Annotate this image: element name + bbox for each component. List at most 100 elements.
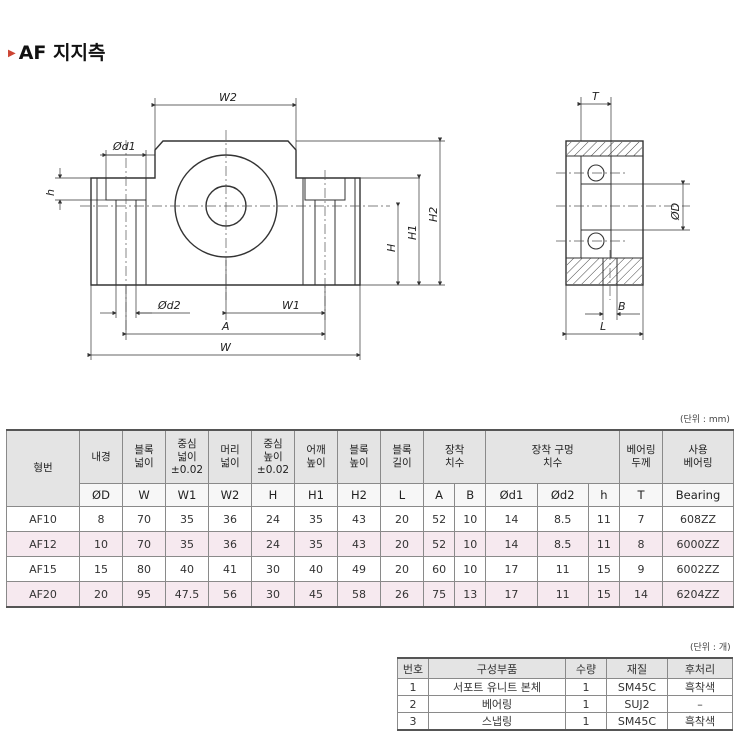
triangle-bullet-icon: ▶ bbox=[8, 48, 16, 59]
parts-cell: – bbox=[667, 695, 733, 713]
parts-cell: 1 bbox=[565, 695, 607, 713]
label-d1: Ød1 bbox=[112, 140, 136, 153]
spec-cell: 30 bbox=[251, 581, 295, 608]
spec-cell: 20 bbox=[380, 506, 424, 532]
side-view bbox=[565, 140, 644, 286]
spec-cell: 49 bbox=[337, 556, 381, 582]
label-d2: Ød2 bbox=[157, 299, 181, 312]
spec-cell: 43 bbox=[337, 506, 381, 532]
spec-cell: 26 bbox=[380, 581, 424, 608]
parts-header-material: 재질 bbox=[606, 657, 668, 679]
spec-cell: 30 bbox=[251, 556, 295, 582]
label-b: B bbox=[618, 300, 626, 313]
parts-header-finish: 후처리 bbox=[667, 657, 733, 679]
spec-cell: 10 bbox=[454, 506, 487, 532]
spec-cell: 10 bbox=[454, 556, 487, 582]
spec-sub-2: W1 bbox=[165, 483, 209, 507]
spec-cell: 24 bbox=[251, 506, 295, 532]
page-title: ▶AF 지지측 bbox=[8, 38, 105, 65]
parts-cell: 3 bbox=[397, 712, 429, 731]
parts-header-qty: 수량 bbox=[565, 657, 607, 679]
spec-cell: 40 bbox=[165, 556, 209, 582]
spec-cell: 17 bbox=[485, 556, 538, 582]
parts-cell: 스냅링 bbox=[428, 712, 566, 731]
spec-sub-11: Ød2 bbox=[536, 483, 589, 507]
spec-sub-1: W bbox=[122, 483, 166, 507]
parts-cell: 흑착색 bbox=[667, 712, 733, 731]
spec-cell: 35 bbox=[165, 506, 209, 532]
parts-cell: 1 bbox=[565, 712, 607, 731]
spec-cell: 8 bbox=[79, 506, 123, 532]
parts-cell: 1 bbox=[397, 678, 429, 696]
spec-cell: 56 bbox=[208, 581, 252, 608]
spec-sub-6: H2 bbox=[337, 483, 381, 507]
spec-sub-14: Bearing bbox=[662, 483, 734, 507]
spec-sub-13: T bbox=[619, 483, 663, 507]
label-h1: H1 bbox=[406, 225, 419, 240]
spec-cell: 14 bbox=[619, 581, 663, 608]
parts-header-no: 번호 bbox=[397, 657, 429, 679]
parts-cell: SM45C bbox=[606, 712, 668, 731]
parts-cell: 1 bbox=[565, 678, 607, 696]
spec-cell: 11 bbox=[536, 581, 589, 608]
spec-cell: 14 bbox=[485, 506, 538, 532]
spec-cell: 36 bbox=[208, 531, 252, 557]
spec-cell: 20 bbox=[79, 581, 123, 608]
spec-cell: 70 bbox=[122, 531, 166, 557]
unit-mm-label: (단위 : mm) bbox=[680, 415, 730, 425]
label-w: W bbox=[220, 341, 232, 354]
spec-cell: AF15 bbox=[6, 556, 80, 582]
spec-cell: 80 bbox=[122, 556, 166, 582]
spec-cell: 11 bbox=[536, 556, 589, 582]
spec-cell: 35 bbox=[165, 531, 209, 557]
label-h-big: H bbox=[385, 244, 398, 252]
label-l: L bbox=[600, 320, 606, 333]
spec-cell: 9 bbox=[619, 556, 663, 582]
spec-cell: AF20 bbox=[6, 581, 80, 608]
spec-header-model: 형번 bbox=[6, 429, 80, 507]
label-w1: W1 bbox=[282, 299, 300, 312]
spec-cell: 13 bbox=[454, 581, 487, 608]
spec-cell: 75 bbox=[422, 581, 456, 608]
spec-cell: 41 bbox=[208, 556, 252, 582]
spec-cell: 95 bbox=[122, 581, 166, 608]
spec-sub-3: W2 bbox=[208, 483, 252, 507]
spec-sub-0: ØD bbox=[79, 483, 123, 507]
spec-cell: 58 bbox=[337, 581, 381, 608]
parts-header-component: 구성부품 bbox=[428, 657, 566, 679]
spec-cell: 47.5 bbox=[165, 581, 209, 608]
spec-cell: 14 bbox=[485, 531, 538, 557]
label-h2: H2 bbox=[427, 207, 440, 222]
spec-cell: 43 bbox=[337, 531, 381, 557]
spec-cell: 11 bbox=[587, 506, 621, 532]
spec-cell: 6204ZZ bbox=[662, 581, 734, 608]
spec-sub-7: L bbox=[380, 483, 424, 507]
spec-cell: 8 bbox=[619, 531, 663, 557]
spec-cell: 40 bbox=[294, 556, 338, 582]
parts-cell: SUJ2 bbox=[606, 695, 668, 713]
spec-sub-8: A bbox=[422, 483, 456, 507]
label-d: ØD bbox=[669, 203, 682, 221]
